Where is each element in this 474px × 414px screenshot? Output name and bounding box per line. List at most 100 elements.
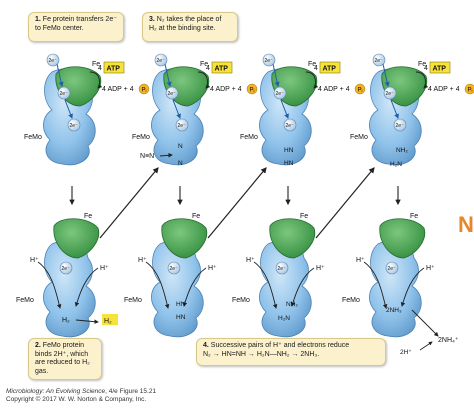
electron-source-sphere	[262, 53, 276, 67]
atp-count: 4	[206, 65, 210, 72]
nh2-label: NH₂	[286, 301, 298, 308]
fe-label: Fe	[92, 61, 100, 68]
femo-protein	[259, 240, 312, 338]
atp-box	[103, 61, 125, 74]
step3-note: 3. N₂ takes the place of H₂ at the bindi…	[142, 12, 238, 42]
femo-label: FeMo	[342, 297, 360, 304]
step2-note: 2. FeMo protein binds 2H⁺, which are red…	[28, 338, 102, 380]
electron-transfer-arrow	[56, 63, 64, 87]
fe-label: Fe	[200, 61, 208, 68]
ammonia-release-arrow	[411, 309, 439, 337]
h2-release-arrow	[75, 319, 99, 324]
dinitrogen-label: N≡N	[140, 153, 154, 160]
proton-label: H⁺	[30, 257, 39, 264]
proton-arrow	[37, 261, 62, 309]
atp-hydrolysis-arrow	[197, 71, 211, 89]
femo-protein	[43, 240, 96, 338]
fe-electron-sphere	[165, 86, 179, 100]
fe-label: Fe	[308, 61, 316, 68]
electron-transfer-arrow	[272, 63, 280, 87]
atp-label: ATP	[215, 66, 229, 73]
phosphate-label: Pᵢ	[142, 88, 147, 94]
electron-label: 2e⁻	[388, 266, 397, 272]
atp-label: ATP	[433, 66, 447, 73]
atp-hydrolysis-arrow	[305, 71, 319, 89]
hn-label: HN	[284, 160, 294, 167]
fe-protein	[53, 218, 100, 259]
femo-electron-sphere	[275, 261, 289, 275]
proton-arrow	[290, 267, 315, 307]
atp-label: ATP	[323, 66, 337, 73]
hn-label: HN	[176, 314, 186, 321]
adp-label: 4 ADP + 4	[210, 86, 242, 93]
proton-join-arrow	[419, 341, 433, 351]
proton-label: H⁺	[316, 265, 325, 272]
electron-label: 2e⁻	[265, 58, 274, 64]
electron-source-sphere	[154, 53, 168, 67]
electron-transfer-arrow	[64, 99, 73, 119]
femo-label: FeMo	[232, 297, 250, 304]
fe-label: Fe	[192, 213, 200, 220]
electron-transfer-arrow	[390, 99, 399, 119]
h2n-label: H₂N	[390, 161, 402, 168]
electron-label: 2e⁻	[178, 123, 187, 129]
femo-protein	[369, 240, 422, 338]
electron-label: 2e⁻	[49, 58, 58, 64]
electron-label: 2e⁻	[386, 91, 395, 97]
proton-label: H⁺	[100, 265, 109, 272]
figure-credit: Microbiology: An Evolving Science, 4/e F…	[6, 388, 157, 403]
femo-label: FeMo	[124, 297, 142, 304]
electron-label: 2e⁻	[170, 266, 179, 272]
electron-transfer-arrow	[172, 99, 181, 119]
electron-label: 2e⁻	[276, 91, 285, 97]
atp-label: ATP	[107, 66, 121, 73]
nh2-label: NH₂	[396, 147, 408, 154]
bound-n-label: N	[178, 160, 183, 167]
edge-letter: N	[458, 212, 474, 237]
phosphate-circle	[246, 83, 258, 95]
electron-source-sphere	[46, 53, 60, 67]
femo-electron-sphere	[393, 118, 407, 132]
step-arrows	[99, 167, 375, 239]
femo-electron-sphere	[67, 118, 81, 132]
proton-arrow	[145, 261, 170, 309]
step4-note: 4. Successive pairs of H⁺ and electrons …	[196, 338, 386, 366]
phosphate-label: Pᵢ	[250, 88, 255, 94]
proton-label: H⁺	[208, 265, 217, 272]
fe-protein	[161, 218, 208, 259]
femo-label: FeMo	[24, 134, 42, 141]
step1-note: 1. Fe protein transfers 2e⁻ to FeMo cent…	[28, 12, 124, 42]
phosphate-label: Pᵢ	[468, 88, 473, 94]
electron-label: 2e⁻	[278, 266, 287, 272]
atp-count: 4	[98, 65, 102, 72]
femo-label: FeMo	[240, 134, 258, 141]
femo-electron-sphere	[283, 118, 297, 132]
electron-source-sphere	[372, 53, 386, 67]
proton-arrow	[363, 261, 388, 309]
proton-arrow	[182, 267, 207, 307]
adp-label: 4 ADP + 4	[428, 86, 460, 93]
femo-electron-sphere	[167, 261, 181, 275]
fe-label: Fe	[84, 213, 92, 220]
atp-count: 4	[314, 65, 318, 72]
bound-h2-label: H₂	[62, 317, 70, 324]
proton-label: H⁺	[138, 257, 147, 264]
atp-hydrolysis-arrow	[89, 71, 103, 89]
n2-binding-arrow	[159, 153, 173, 158]
fe-electron-sphere	[383, 86, 397, 100]
electron-label: 2e⁻	[168, 91, 177, 97]
fe-electron-sphere	[57, 86, 71, 100]
adp-label: 4 ADP + 4	[318, 86, 350, 93]
phosphate-label: Pᵢ	[358, 88, 363, 94]
electron-label: 2e⁻	[70, 123, 79, 129]
h2n-label: H₂N	[278, 315, 290, 322]
fe-electron-sphere	[273, 86, 287, 100]
